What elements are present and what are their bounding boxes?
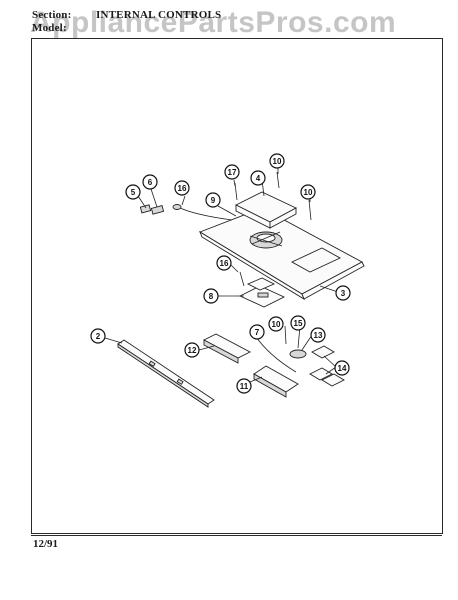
svg-text:7: 7: [255, 328, 260, 337]
section-label: Section:: [32, 9, 72, 21]
callout-18: 16: [216, 255, 232, 271]
control-panel-plate: [198, 207, 365, 301]
footer-date: 12/91: [33, 538, 59, 550]
svg-text:13: 13: [314, 331, 323, 340]
footer-divider: [31, 535, 442, 536]
svg-text:10: 10: [304, 188, 313, 197]
callout-14: 14: [334, 360, 350, 376]
control-rod: [172, 204, 233, 221]
callout-10-right: 10: [300, 184, 316, 200]
svg-text:16: 16: [178, 184, 187, 193]
section-value: INTERNAL CONTROLS: [96, 9, 222, 21]
channel-11: [253, 365, 299, 398]
callout-13: 13: [310, 327, 326, 343]
model-label: Model:: [32, 22, 67, 34]
callout-16: 16: [174, 180, 190, 196]
svg-text:9: 9: [211, 196, 216, 205]
svg-text:17: 17: [228, 168, 237, 177]
long-trim-bar: [117, 339, 215, 408]
callout-6: 6: [142, 174, 158, 190]
svg-text:15: 15: [294, 319, 303, 328]
svg-text:14: 14: [338, 364, 347, 373]
watermark: AppliancePartsPros.com: [30, 6, 397, 39]
callout-7: 7: [249, 324, 265, 340]
mounting-bracket: [238, 277, 286, 308]
svg-text:10: 10: [273, 157, 282, 166]
callout-2: 2: [90, 328, 106, 344]
section-header: Section: INTERNAL CONTROLS Model:: [32, 9, 221, 35]
part-13: [289, 349, 307, 359]
callout-15: 15: [290, 315, 306, 331]
screw-10-top: [276, 171, 280, 189]
control-cover: [234, 191, 297, 229]
svg-text:3: 3: [341, 289, 346, 298]
wire-7: [253, 333, 297, 373]
svg-text:5: 5: [131, 188, 136, 197]
screw-18: [239, 271, 245, 287]
callout-5: 5: [125, 184, 141, 200]
svg-text:16: 16: [220, 259, 229, 268]
svg-text:4: 4: [256, 174, 261, 183]
svg-text:6: 6: [148, 178, 153, 187]
control-mechanism: [249, 231, 283, 249]
callout-3: 3: [335, 285, 351, 301]
callout-10-top: 10: [269, 153, 285, 169]
svg-text:11: 11: [240, 382, 249, 391]
svg-text:8: 8: [209, 292, 214, 301]
callout-17: 17: [224, 164, 240, 180]
callout-12: 12: [184, 342, 200, 358]
callout-10-lower: 10: [268, 316, 284, 332]
callout-9: 9: [205, 192, 221, 208]
callout-8: 8: [203, 288, 219, 304]
channel-12: [203, 333, 251, 364]
svg-text:2: 2: [96, 332, 101, 341]
diagram-frame: [31, 38, 443, 534]
knob-assembly: [139, 204, 165, 215]
svg-text:12: 12: [188, 346, 197, 355]
callout-4: 4: [250, 170, 266, 186]
callout-11: 11: [236, 378, 252, 394]
clips-14: [309, 345, 345, 387]
screw-10-right: [308, 199, 312, 221]
svg-text:10: 10: [272, 320, 281, 329]
